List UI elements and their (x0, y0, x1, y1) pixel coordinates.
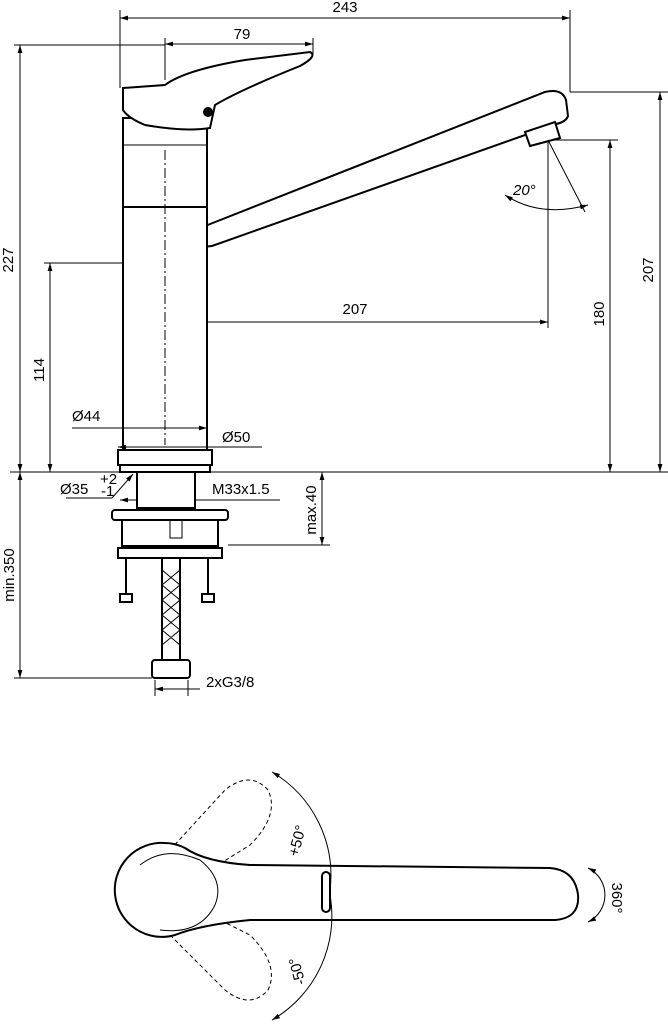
svg-text:+2: +2 (100, 471, 117, 488)
svg-text:-1: -1 (101, 483, 114, 500)
svg-text:207: 207 (640, 257, 657, 282)
svg-text:360°: 360° (608, 882, 625, 913)
svg-text:79: 79 (234, 26, 251, 43)
dim-min-hose: min.350 (1, 472, 152, 679)
dim-base-diameter: Ø50 (118, 429, 262, 450)
svg-text:20°: 20° (512, 182, 536, 199)
mounting-kit (111, 471, 229, 679)
dim-connection: 2xG3/8 (154, 674, 254, 696)
faucet-top-view (113, 779, 580, 1001)
dim-spout-height: 207 (570, 91, 668, 472)
svg-text:243: 243 (332, 0, 357, 16)
svg-text:+50°: +50° (285, 823, 310, 858)
svg-text:Ø50: Ø50 (222, 429, 250, 446)
faucet-side-view (117, 50, 570, 473)
dim-max-thickness: max.40 (228, 472, 330, 546)
svg-text:Ø44: Ø44 (72, 408, 100, 425)
dim-overall-width: 243 (119, 0, 571, 92)
svg-text:180: 180 (591, 301, 608, 326)
svg-text:M33x1.5: M33x1.5 (212, 481, 270, 498)
dim-overall-height: 227 (0, 44, 165, 472)
svg-text:227: 227 (0, 247, 17, 272)
svg-text:Ø35: Ø35 (60, 481, 88, 498)
dim-outlet-height: 180 (548, 139, 618, 472)
dim-handle-length: 79 (164, 26, 314, 80)
svg-text:2xG3/8: 2xG3/8 (206, 674, 254, 691)
svg-text:max.40: max.40 (303, 485, 320, 534)
svg-text:114: 114 (31, 358, 48, 382)
svg-text:207: 207 (342, 301, 367, 318)
dim-aerator-angle: 20° (504, 139, 589, 213)
dim-handle-height: 114 (31, 262, 123, 472)
dim-spout-rotation: 360° (587, 867, 625, 923)
svg-text:min.350: min.350 (1, 548, 18, 601)
dim-hole-diameter: Ø35 +2 -1 (60, 471, 134, 500)
dim-body-diameter: Ø44 (72, 408, 207, 431)
svg-text:-50°: -50° (286, 956, 310, 987)
